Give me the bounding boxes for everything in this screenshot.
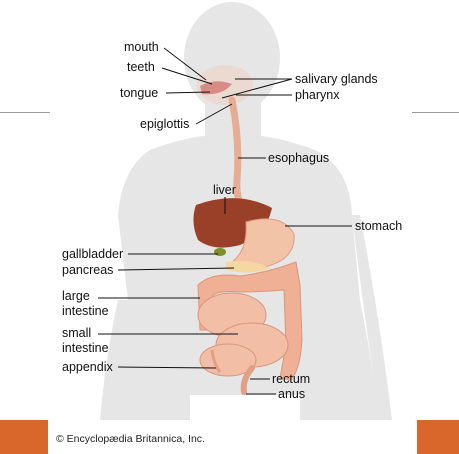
label-teeth: teeth [127, 60, 155, 74]
pancreas-shape [226, 260, 270, 273]
label-tongue: tongue [120, 86, 159, 100]
gallbladder-shape [214, 248, 226, 256]
stomach-shape [231, 218, 295, 268]
label-mouth: mouth [124, 40, 159, 54]
label-anus: anus [278, 387, 306, 401]
right-divider-line [412, 112, 459, 113]
label-esophagus: esophagus [268, 151, 330, 165]
rectum-shape [240, 365, 255, 395]
left-divider-line [0, 112, 50, 113]
label-stomach: stomach [355, 219, 403, 233]
label-pharynx: pharynx [295, 88, 340, 102]
large-intestine-shape [197, 261, 303, 381]
label-gallbladder: gallbladder [62, 247, 124, 261]
appendix-shape [210, 349, 222, 373]
label-small-intestine-line1: small [62, 326, 92, 340]
label-rectum: rectum [272, 372, 311, 386]
label-small-intestine-line2: intestine [62, 341, 109, 355]
label-liver: liver [213, 183, 236, 197]
left-accent-band [0, 420, 48, 454]
label-large-intestine-line2: intestine [62, 304, 109, 318]
label-epiglottis: epiglottis [140, 117, 190, 131]
label-salivary-glands: salivary glands [295, 72, 378, 86]
copyright-credit: © Encyclopædia Britannica, Inc. [56, 433, 205, 445]
leader-lines [98, 47, 352, 395]
label-appendix: appendix [62, 360, 113, 374]
mouth-shape [200, 81, 232, 95]
label-pancreas: pancreas [62, 263, 114, 277]
label-large-intestine-line1: large [62, 289, 90, 303]
right-accent-band [417, 420, 459, 454]
